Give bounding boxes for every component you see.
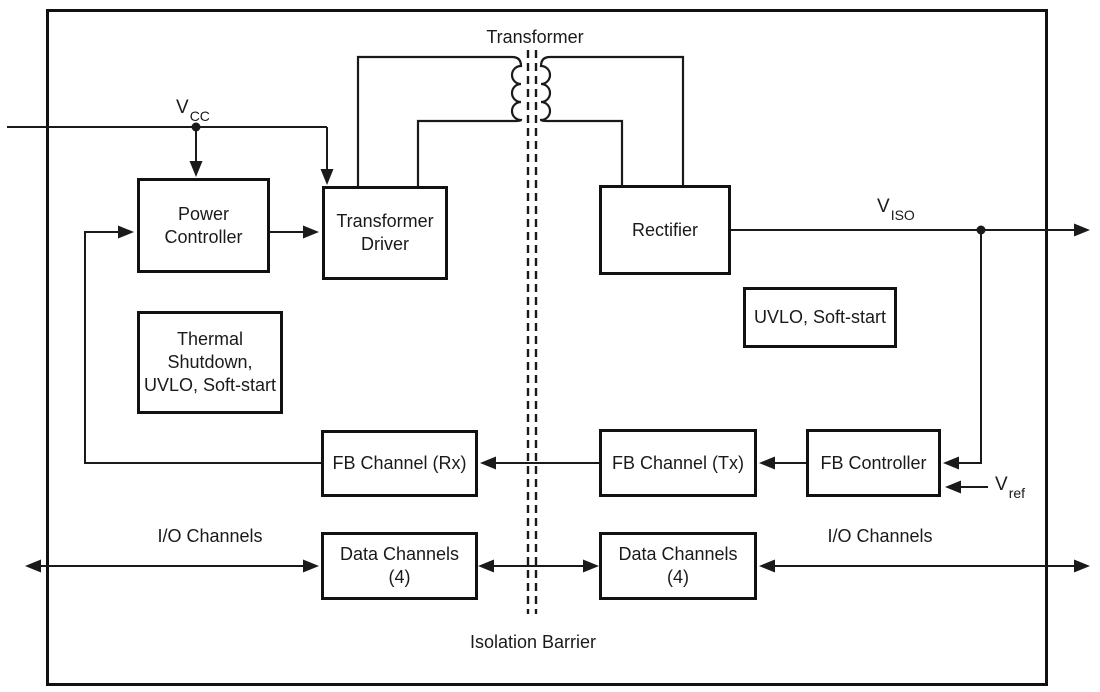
power-controller-block: Power Controller — [137, 178, 270, 273]
vref-label-sub: ref — [1008, 484, 1026, 501]
io-left-wire — [25, 559, 319, 573]
fb-controller-block: FB Controller — [806, 429, 941, 497]
transformer-driver-block: Transformer Driver — [322, 186, 448, 280]
vcc-wire — [7, 122, 334, 185]
uvlo-soft-start-block: UVLO, Soft-start — [743, 287, 897, 348]
tx-to-rx-wire — [480, 456, 599, 470]
fb-channel-tx-block: FB Channel (Tx) — [599, 429, 757, 497]
transformer-secondary-winding — [539, 55, 685, 186]
vcc-label-main: V — [176, 97, 189, 118]
fb-channel-rx-block: FB Channel (Rx) — [321, 430, 478, 497]
transformer-primary-winding — [356, 55, 523, 186]
data-channels-left-block: Data Channels (4) — [321, 532, 478, 600]
io-right-wire — [759, 559, 1090, 573]
vcc-label: VCC — [176, 97, 210, 123]
data-channel-link — [478, 559, 599, 573]
chip-outline — [46, 9, 1048, 686]
transformer-label: Transformer — [486, 27, 584, 47]
thermal-shutdown-block: Thermal Shutdown, UVLO, Soft-start — [137, 311, 283, 414]
vref-wire — [945, 480, 988, 494]
viso-label: VISO — [877, 196, 915, 222]
viso-label-main: V — [877, 196, 890, 217]
vcc-label-sub: CC — [189, 107, 210, 124]
isolation-barrier-label: Isolation Barrier — [469, 632, 597, 652]
io-channels-left-label: I/O Channels — [157, 526, 263, 546]
data-channels-right-block: Data Channels (4) — [599, 532, 757, 600]
rectifier-block: Rectifier — [599, 185, 731, 275]
vref-label-main: V — [995, 474, 1008, 495]
vcc-junction-dot — [191, 122, 201, 132]
feedback-wire — [84, 225, 321, 464]
fbcontroller-to-tx-wire — [759, 456, 806, 470]
viso-wire — [731, 223, 1090, 470]
io-channels-right-label: I/O Channels — [827, 526, 933, 546]
isolation-barrier-lines — [526, 50, 538, 614]
vref-label: Vref — [995, 474, 1025, 500]
viso-label-sub: ISO — [890, 206, 915, 223]
pc-to-driver-wire — [270, 225, 319, 239]
